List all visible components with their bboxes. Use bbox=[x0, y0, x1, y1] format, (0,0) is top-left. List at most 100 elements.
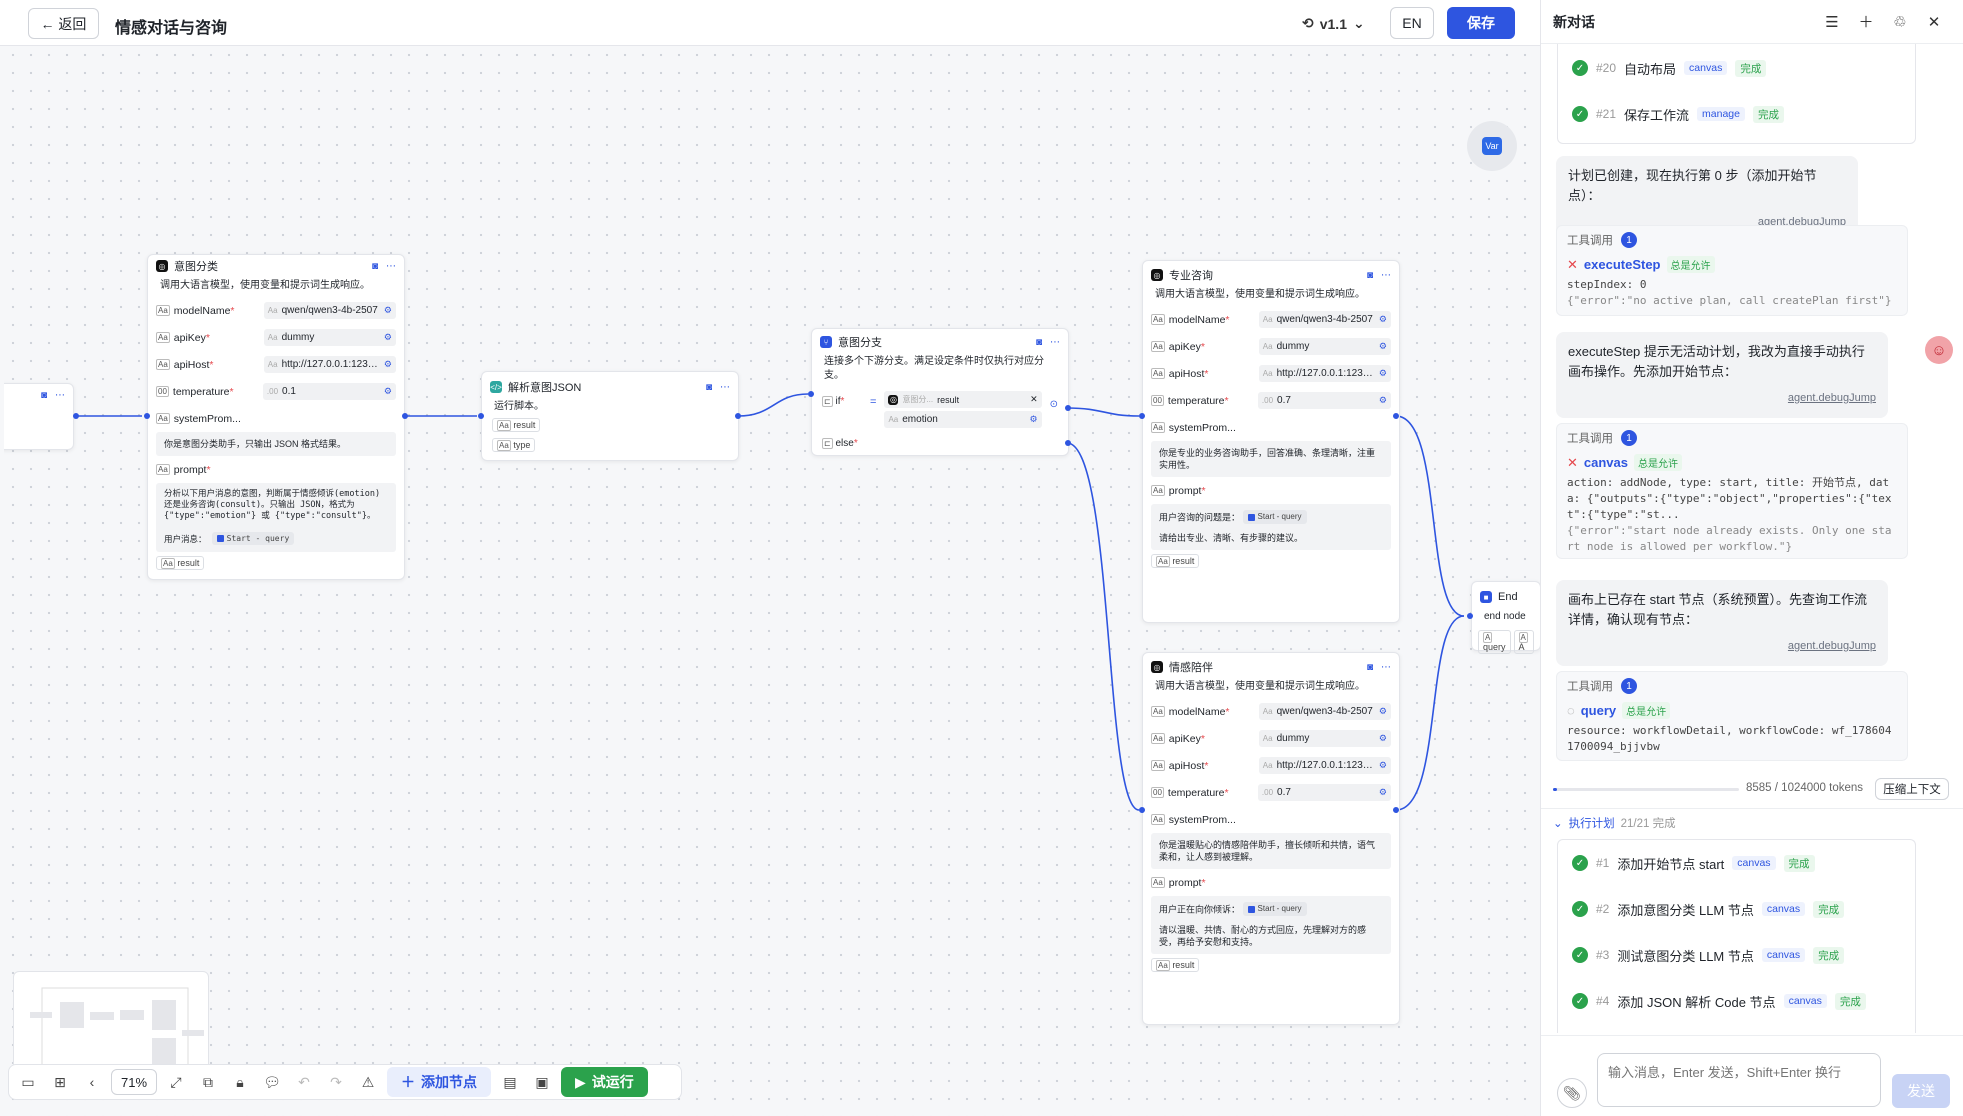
comment-icon[interactable]: 💬︎ bbox=[263, 1073, 281, 1090]
more-icon[interactable]: ⋯ bbox=[1381, 661, 1391, 673]
debug-link[interactable]: agent.debugJump bbox=[1787, 392, 1876, 404]
version-selector[interactable]: ⟲ v1.1 ⌄ bbox=[1302, 15, 1365, 32]
attachment-icon[interactable]: 📎︎ bbox=[1557, 1078, 1587, 1108]
system-prompt-text[interactable]: 你是意图分类助手，只输出 JSON 格式结果。 bbox=[156, 432, 396, 456]
prompt-text[interactable]: 分析以下用户消息的意图，判断属于情感倾诉(emotion)还是业务咨询(cons… bbox=[156, 483, 396, 552]
plan-header[interactable]: ⌄ 执行计划 21/21 完成 bbox=[1553, 818, 1676, 830]
port[interactable] bbox=[73, 413, 79, 419]
port[interactable] bbox=[1467, 613, 1473, 619]
port[interactable] bbox=[1393, 413, 1399, 419]
debug-icon[interactable]: ◙ bbox=[1366, 661, 1373, 673]
auto-layout-icon[interactable]: ⧉ bbox=[203, 1073, 213, 1090]
terminal-icon[interactable]: ▣ bbox=[535, 1073, 549, 1090]
plus-icon[interactable]: ＋ bbox=[1858, 14, 1874, 31]
port[interactable] bbox=[808, 391, 814, 397]
page-title: 情感对话与咨询 bbox=[115, 20, 228, 37]
output-tag: Aa type bbox=[492, 438, 536, 452]
undo-icon[interactable]: ↶ bbox=[298, 1073, 310, 1090]
warning-icon[interactable]: ⚠︎ bbox=[361, 1073, 375, 1090]
document-icon[interactable]: ▤ bbox=[503, 1073, 517, 1090]
check-icon: ✓ bbox=[1572, 947, 1588, 963]
assistant-avatar-icon[interactable]: ☺ bbox=[1925, 336, 1953, 364]
redo-icon[interactable]: ↷ bbox=[330, 1073, 342, 1090]
port[interactable] bbox=[1139, 807, 1145, 813]
zoom-level[interactable]: 71% bbox=[111, 1069, 157, 1095]
node-intent-branch[interactable]: ⑂ 意图分支 ◙⋯ 连接多个下游分支。满足设定条件时仅执行对应分支。 ⊏ if*… bbox=[811, 328, 1069, 456]
more-icon[interactable]: ⋯ bbox=[55, 389, 65, 401]
port[interactable] bbox=[478, 413, 484, 419]
debug-icon[interactable]: ◙ bbox=[705, 381, 712, 393]
lock-icon[interactable]: 🔒︎ bbox=[236, 1073, 244, 1090]
send-button[interactable]: 发送 bbox=[1892, 1074, 1950, 1108]
more-icon[interactable]: ⋯ bbox=[386, 260, 396, 272]
minimap-toggle-icon[interactable]: ▭ bbox=[21, 1073, 35, 1090]
check-icon: ✓ bbox=[1572, 106, 1588, 122]
check-icon: ✓ bbox=[1572, 60, 1588, 76]
condition-ref[interactable]: ◎意图分...result✕ bbox=[884, 391, 1042, 408]
debug-icon[interactable]: ◙ bbox=[40, 389, 47, 401]
start-node[interactable]: ◙⋯ bbox=[4, 383, 74, 450]
port[interactable] bbox=[1139, 413, 1145, 419]
node-parse-json[interactable]: </> 解析意图JSON ◙⋯ 运行脚本。 Aa result Aa type bbox=[481, 371, 739, 461]
save-button[interactable]: 保存 bbox=[1447, 7, 1515, 39]
debug-icon[interactable]: ◙ bbox=[1366, 269, 1373, 281]
debug-icon[interactable]: ◙ bbox=[1035, 336, 1042, 348]
test-run-button[interactable]: ▶试运行 bbox=[561, 1067, 648, 1097]
qr-icon[interactable]: ⊞ bbox=[54, 1073, 66, 1090]
back-button[interactable]: ← 返回 bbox=[28, 8, 99, 39]
clear-icon[interactable]: ♲ bbox=[1893, 13, 1907, 31]
more-icon[interactable]: ⋯ bbox=[1050, 336, 1060, 348]
port[interactable] bbox=[1065, 405, 1071, 411]
more-icon[interactable]: ⋯ bbox=[720, 381, 730, 393]
chevron-down-icon: ⌄ bbox=[1553, 818, 1563, 830]
debug-link[interactable]: agent.debugJump bbox=[1787, 640, 1876, 652]
language-button[interactable]: EN bbox=[1390, 7, 1434, 39]
system-prompt-text[interactable]: 你是专业的业务咨询助手，回答准确、条理清晰，注重实用性。 bbox=[1151, 441, 1391, 477]
port[interactable] bbox=[144, 413, 150, 419]
prompt-text[interactable]: 用户咨询的问题是： Start - query 请给出专业、清晰、有步骤的建议。 bbox=[1151, 504, 1391, 550]
debug-icon[interactable]: ◙ bbox=[371, 260, 378, 272]
port[interactable] bbox=[1393, 807, 1399, 813]
zoom-out-icon[interactable]: ‹ bbox=[89, 1074, 95, 1090]
prompt-text[interactable]: 用户正在向你倾诉： Start - query 请以温暖、共情、耐心的方式回应，… bbox=[1151, 896, 1391, 954]
port[interactable] bbox=[402, 413, 408, 419]
gear-icon: ⚙ bbox=[383, 386, 392, 396]
message-input[interactable] bbox=[1597, 1053, 1881, 1107]
fit-view-icon[interactable]: ⤢ bbox=[170, 1073, 182, 1090]
edge-branch-consult bbox=[1066, 407, 1140, 417]
add-node-button[interactable]: ＋添加节点 bbox=[387, 1067, 491, 1097]
system-prompt-text[interactable]: 你是温暖贴心的情感陪伴助手，擅长倾听和共情，语气柔和，让人感到被理解。 bbox=[1151, 833, 1391, 869]
compress-context-button[interactable]: 压缩上下文 bbox=[1875, 778, 1949, 800]
variables-button[interactable]: Var bbox=[1467, 121, 1517, 171]
port[interactable] bbox=[735, 413, 741, 419]
close-icon[interactable]: ✕ bbox=[1927, 13, 1941, 31]
list-icon[interactable]: ☰ bbox=[1825, 13, 1839, 31]
port[interactable] bbox=[1065, 440, 1071, 446]
plus-icon: ＋ bbox=[401, 1074, 415, 1090]
more-icon[interactable]: ⋯ bbox=[1381, 269, 1391, 281]
output-tag: A A bbox=[1513, 630, 1534, 654]
edge-parse-branch bbox=[737, 393, 809, 417]
